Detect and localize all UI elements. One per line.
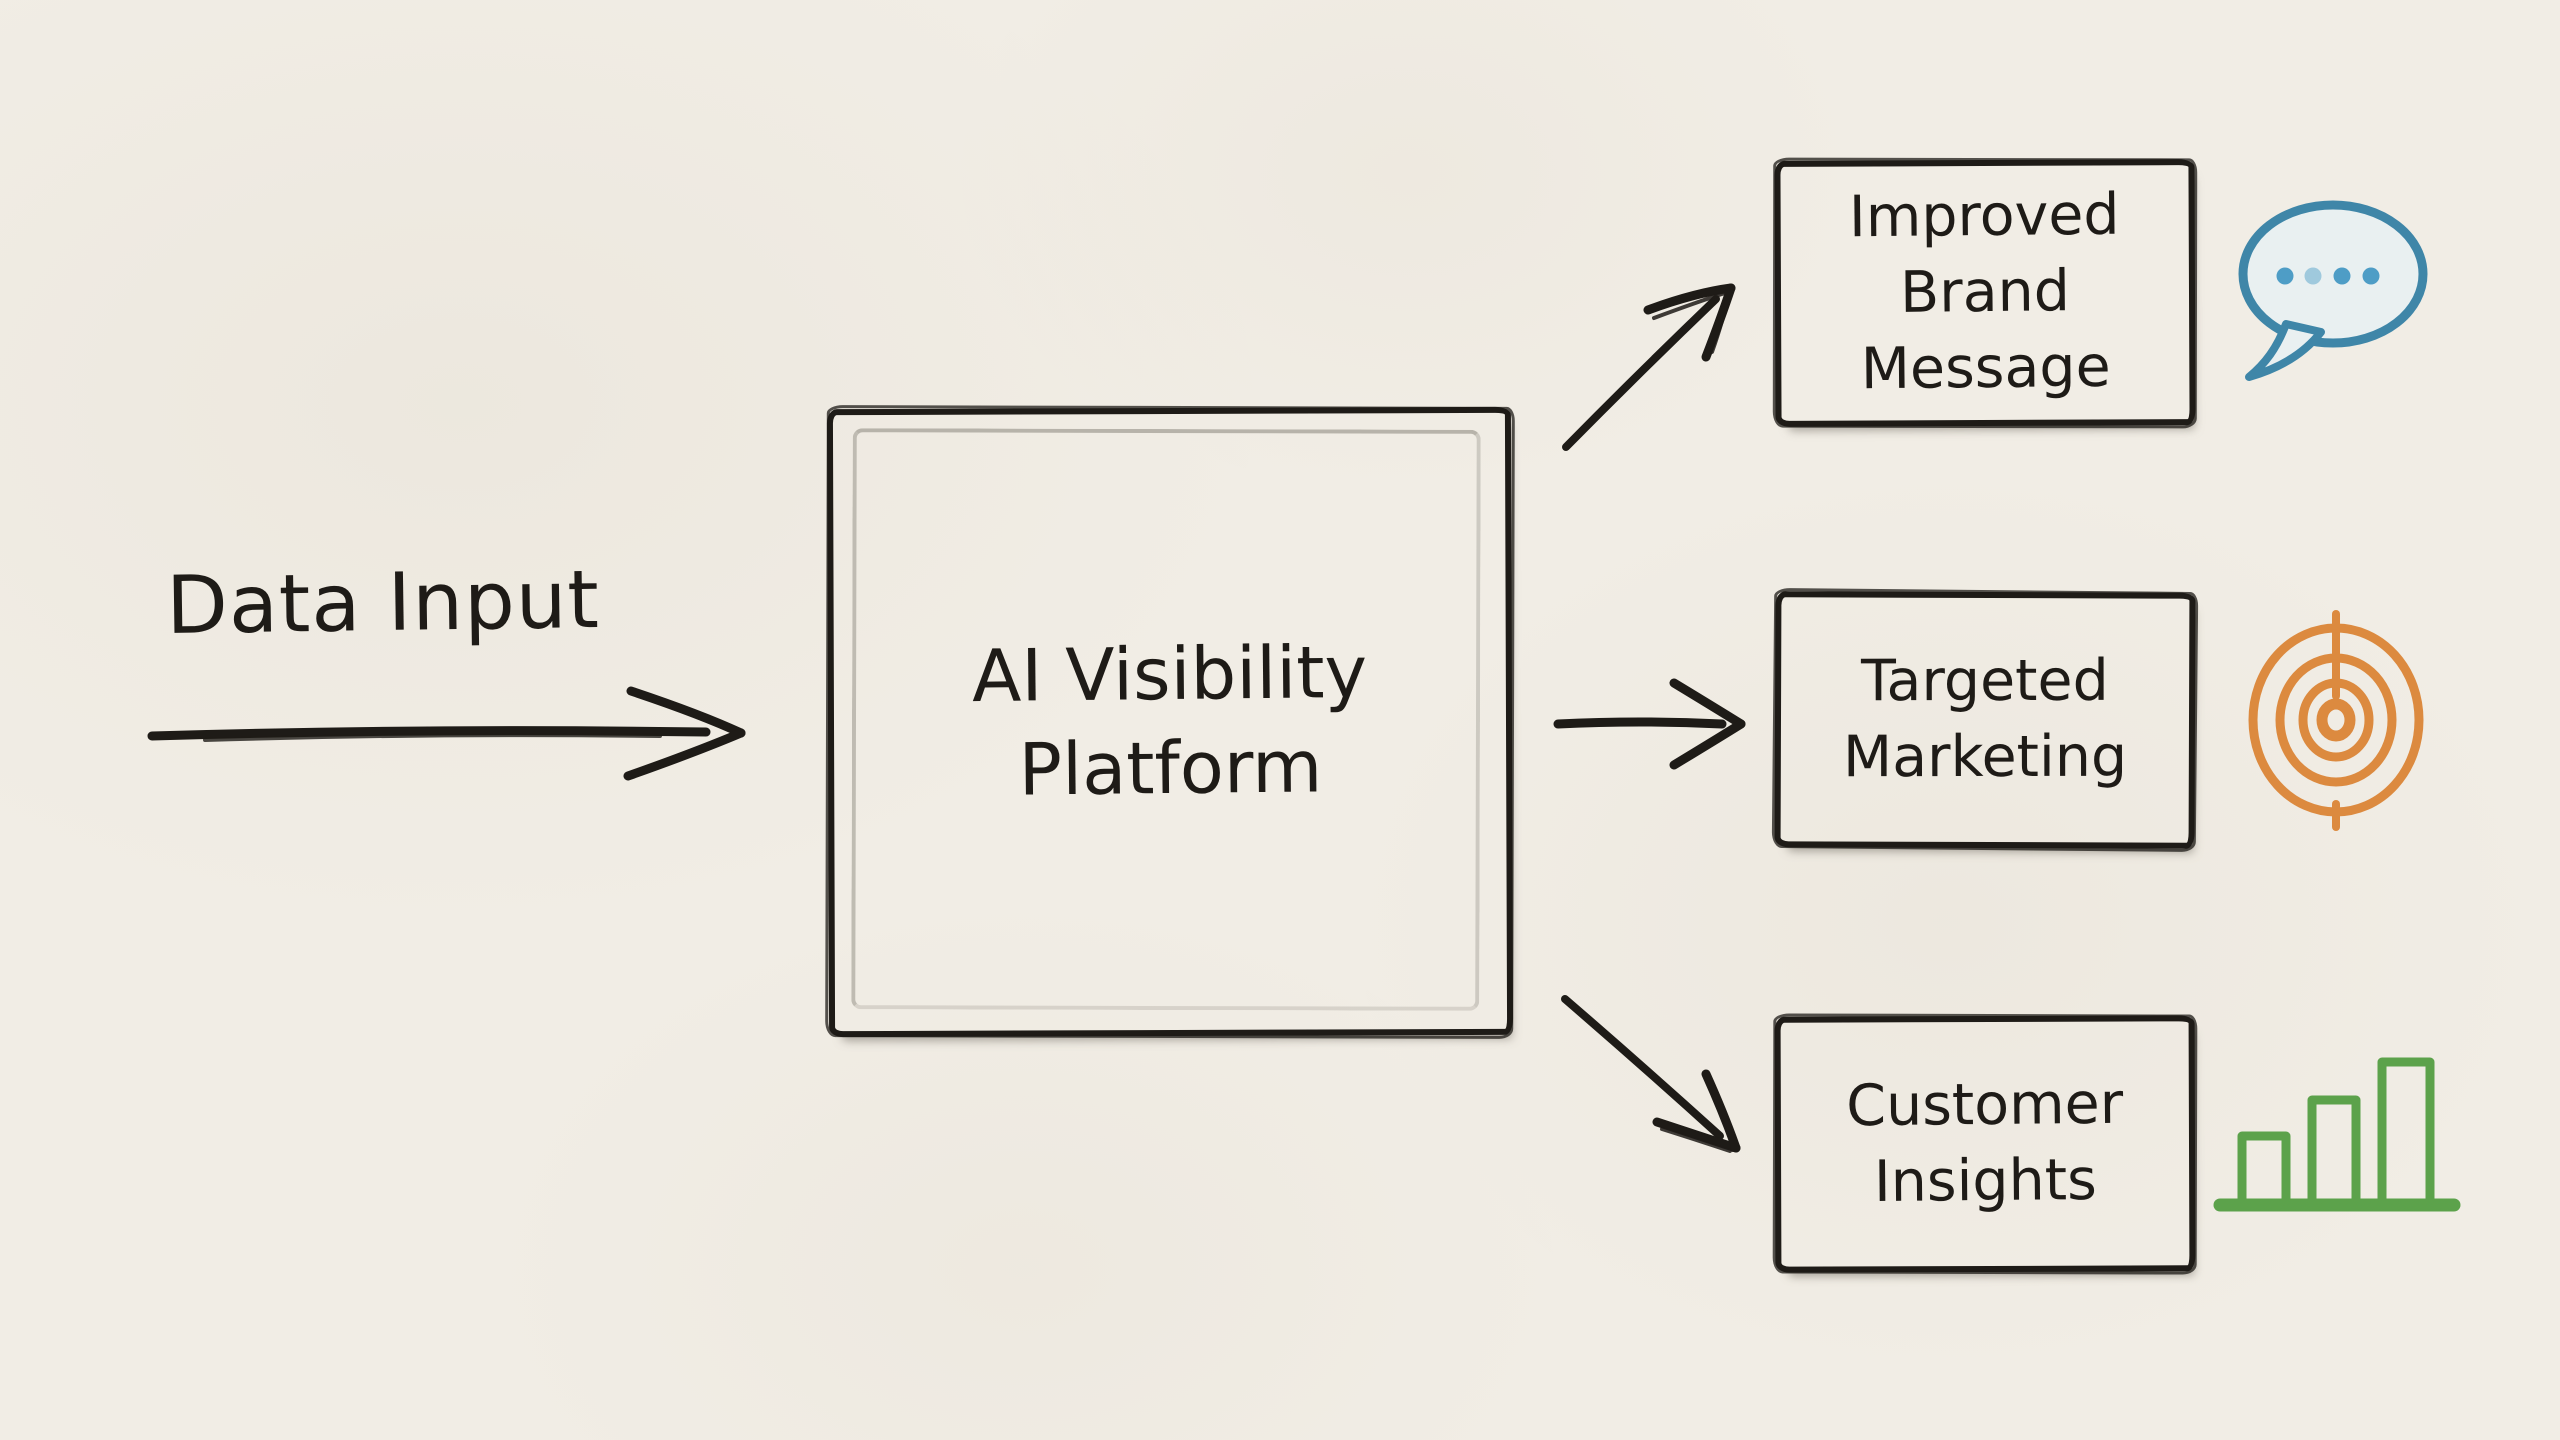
arrow-to-customer-insights <box>1561 995 1741 1153</box>
arrow-to-brand-message <box>1562 283 1736 451</box>
bar-chart-icon <box>2213 1057 2461 1212</box>
speech-bubble-icon <box>2238 200 2428 381</box>
platform-label: AI Visibility Platform <box>971 630 1368 812</box>
output-label-targeted-marketing: Targeted Marketing <box>1842 647 2128 791</box>
output-label-improved-brand-message: Improved Brand Message <box>1848 182 2120 403</box>
output-box-targeted-marketing: Targeted Marketing <box>1774 591 2196 849</box>
platform-box: AI Visibility Platform <box>826 406 1514 1038</box>
output-box-improved-brand-message: Improved Brand Message <box>1774 159 2196 427</box>
target-icon <box>2248 610 2424 831</box>
input-label: Data Input <box>165 552 601 653</box>
input-arrow <box>147 686 746 781</box>
output-label-customer-insights: Customer Insights <box>1845 1070 2124 1215</box>
arrow-to-targeted-marketing <box>1553 678 1746 770</box>
output-box-customer-insights: Customer Insights <box>1774 1015 2196 1273</box>
